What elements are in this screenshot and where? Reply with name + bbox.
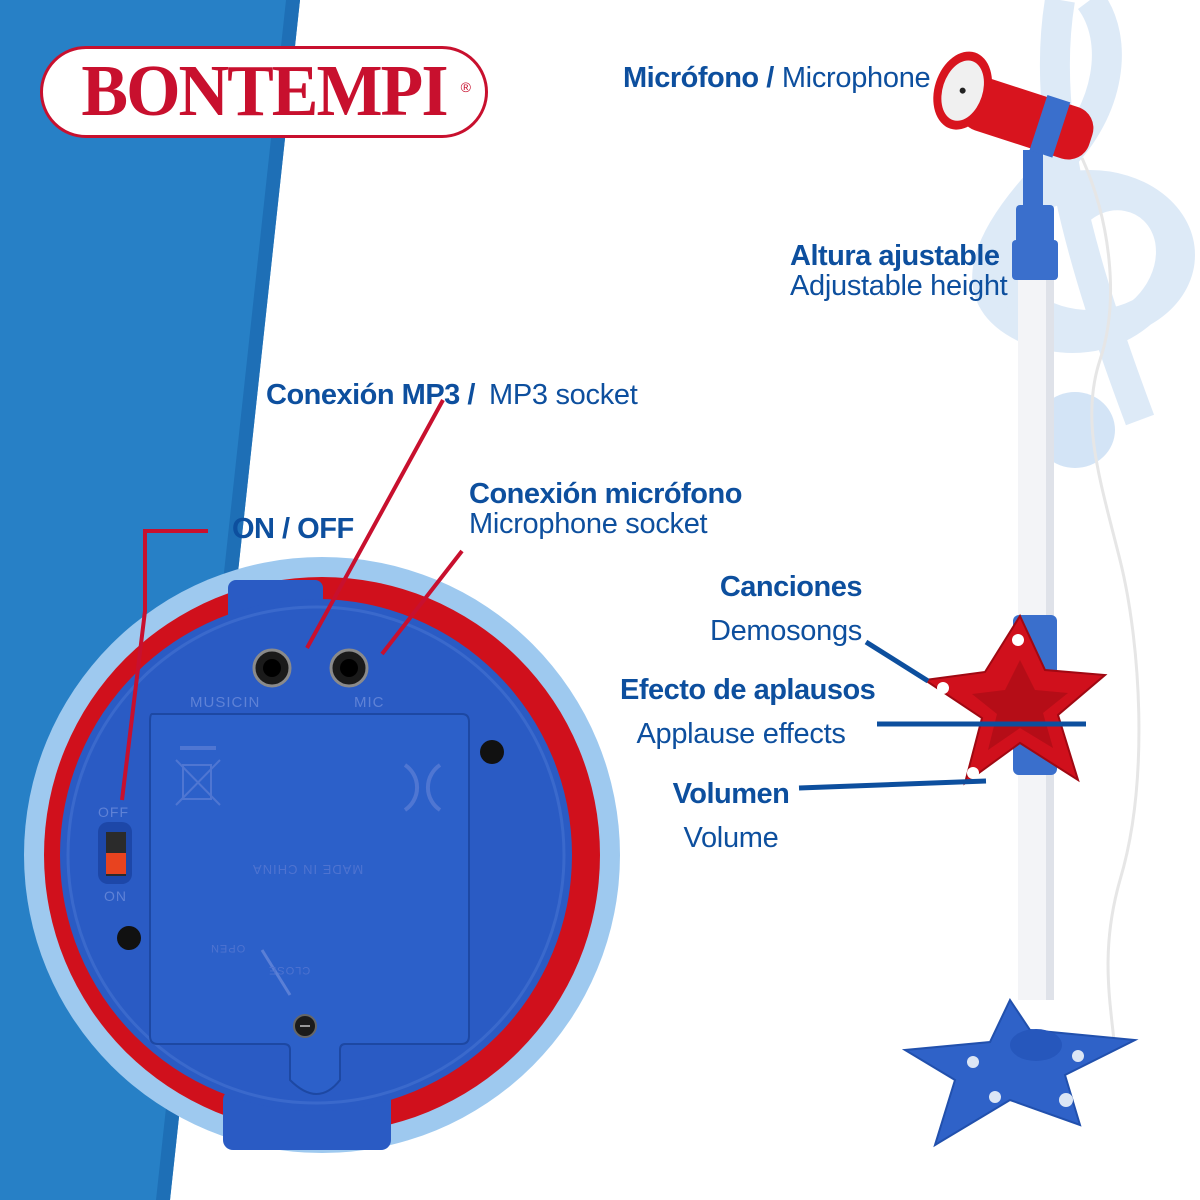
adjustable-height-label-es: Altura ajustable bbox=[790, 240, 1000, 272]
weee-bin-icon bbox=[175, 746, 221, 806]
bontempi-logo: BONTEMPI ® bbox=[40, 46, 488, 138]
volume-label-es: Volumen bbox=[672, 778, 790, 810]
mp3-leader-line bbox=[305, 399, 445, 649]
microphone-label-es: Micrófono / bbox=[623, 62, 774, 94]
ce-mark-icon bbox=[403, 763, 442, 812]
mic-socket-callout: Conexión micrófono Microphone socket bbox=[469, 480, 742, 539]
mp3-socket-callout: Conexión MP3 / MP3 socket bbox=[266, 379, 638, 411]
open-engraved-label: OPEN bbox=[210, 942, 246, 954]
brand-name: BONTEMPI bbox=[81, 51, 448, 132]
microphone-stand-illustration bbox=[901, 51, 1141, 1148]
screw-hole-right bbox=[480, 740, 504, 764]
demosongs-label-es: Canciones bbox=[719, 571, 863, 603]
demo-note-icon bbox=[937, 682, 949, 694]
switch-on-engraved-label: ON bbox=[104, 888, 127, 904]
base-note-icon-1 bbox=[967, 1056, 979, 1068]
red-star-speaker bbox=[972, 660, 1068, 750]
screwdriver-icon bbox=[260, 949, 292, 996]
base-note-icon-2 bbox=[1072, 1050, 1084, 1062]
mp3-socket-label-es: Conexión MP3 / bbox=[266, 379, 475, 411]
red-leader-lines bbox=[120, 399, 464, 801]
microphone-label-en: Microphone bbox=[781, 62, 931, 94]
demosongs-callout: Canciones Demosongs bbox=[640, 571, 863, 647]
applause-label-en: Applause effects bbox=[636, 718, 846, 750]
switch-off-engraved-label: OFF bbox=[98, 804, 129, 820]
microphone-callout: Micrófono / Microphone bbox=[623, 62, 931, 94]
plate-rim bbox=[66, 605, 566, 1105]
musicin-jack-icon bbox=[252, 648, 292, 688]
demosongs-label-en: Demosongs bbox=[709, 615, 862, 647]
base-note-icon-3 bbox=[989, 1091, 1001, 1103]
musicin-engraved-label: MUSICIN bbox=[190, 694, 261, 711]
mic-band bbox=[1029, 95, 1071, 158]
applause-button-icon bbox=[1091, 710, 1103, 722]
blue-star-base bbox=[901, 997, 1139, 1148]
device-back-illustration bbox=[24, 557, 620, 1153]
power-switch-knob bbox=[106, 853, 126, 874]
mic-socket-label-es: Conexión micrófono bbox=[469, 478, 742, 510]
mic-handle bbox=[959, 77, 1094, 160]
applause-callout: Efecto de aplausos Applause effects bbox=[620, 674, 876, 750]
mic-socket-leader-line bbox=[380, 549, 464, 656]
height-clamp bbox=[1012, 240, 1058, 280]
made-in-engraved-label: MADE IN CHINA bbox=[252, 862, 364, 877]
adjustable-height-callout: Altura ajustable Adjustable height bbox=[790, 240, 1008, 302]
star-note-icon bbox=[1056, 790, 1068, 802]
mp3-socket-label-en: MP3 socket bbox=[488, 379, 638, 411]
adjustable-height-label-en: Adjustable height bbox=[790, 270, 1008, 302]
battery-cover bbox=[149, 713, 470, 1095]
volume-label-en: Volume bbox=[683, 822, 779, 854]
base-socket bbox=[1010, 1029, 1062, 1061]
treble-clef-watermark-icon bbox=[972, 0, 1195, 426]
cover-screw-icon bbox=[293, 1014, 317, 1038]
screw-hole-left bbox=[117, 926, 141, 950]
demosongs-leader-line bbox=[864, 639, 930, 684]
on-off-label: ON / OFF bbox=[232, 513, 354, 545]
base-note-icon-4 bbox=[1059, 1093, 1073, 1107]
mic-cable bbox=[1080, 157, 1141, 1051]
height-clamp-top bbox=[1016, 205, 1054, 245]
mic-jack-icon bbox=[329, 648, 369, 688]
registered-mark: ® bbox=[460, 79, 471, 95]
volume-button-icon bbox=[967, 767, 979, 779]
volume-leader-line bbox=[798, 778, 987, 791]
volume-callout: Volumen Volume bbox=[660, 780, 802, 853]
close-engraved-label: CLOSE bbox=[268, 964, 311, 976]
mic-socket-label-en: Microphone socket bbox=[469, 508, 708, 540]
blue-leader-lines bbox=[798, 639, 1086, 791]
on-off-leader-line bbox=[120, 529, 208, 801]
applause-label-es: Efecto de aplausos bbox=[620, 674, 876, 706]
mic-clip bbox=[1023, 150, 1043, 210]
mic-engraved-label: MIC bbox=[354, 694, 385, 711]
demosongs-button-icon bbox=[1012, 634, 1024, 646]
